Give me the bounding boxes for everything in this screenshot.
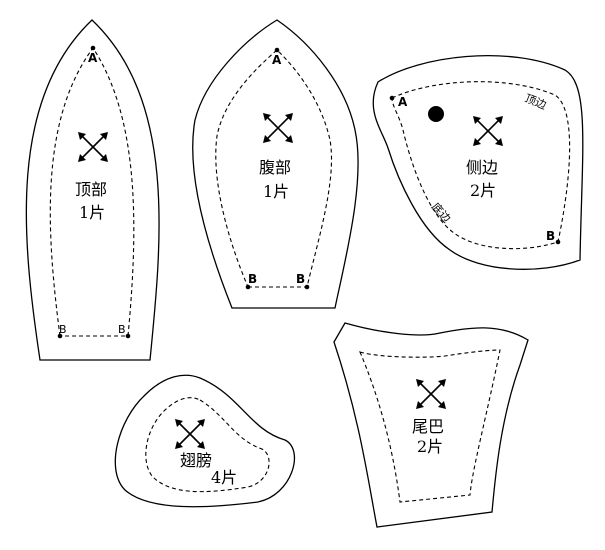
marker-dot-b [57, 333, 63, 339]
marker-a-label: A [88, 51, 98, 65]
marker-b-label: B [118, 323, 126, 336]
wing-piece-outline [114, 374, 295, 508]
side-piece: A B 侧边 2片 顶边 底边 [372, 54, 584, 270]
marker-a-label: A [272, 53, 282, 67]
marker-a-label: A [398, 95, 408, 109]
marker-dot-a [389, 95, 395, 101]
marker-b-label: B [248, 272, 257, 286]
marker-b-label: B [59, 323, 67, 336]
belly-piece-outline [192, 19, 359, 309]
marker-dot-b [245, 284, 251, 290]
marker-dot-b [304, 284, 310, 290]
piece-name: 腹部 [259, 158, 291, 177]
side-piece-seam-line [391, 81, 571, 250]
tail-piece-outline [333, 322, 529, 528]
marker-dot-a [274, 47, 280, 53]
wing-piece-seam-line [145, 397, 270, 493]
piece-quantity: 2片 [470, 181, 496, 200]
tail-piece: 尾巴 2片 [333, 322, 529, 528]
piece-name: 翅膀 [180, 451, 212, 470]
eye-dot [428, 106, 444, 122]
piece-name: 顶部 [75, 180, 107, 199]
wing-piece: 翅膀 4片 [114, 374, 295, 508]
tail-piece-seam-line [359, 349, 501, 503]
marker-dot-b [125, 333, 131, 339]
marker-b-label: B [296, 272, 305, 286]
marker-dot-a [90, 45, 96, 51]
marker-dot-b [555, 239, 561, 245]
marker-b-label: B [546, 229, 555, 243]
side-piece-outline [372, 54, 584, 270]
piece-quantity: 2片 [417, 437, 443, 456]
piece-quantity: 1片 [263, 182, 289, 201]
piece-quantity: 4片 [211, 468, 237, 487]
top-piece: A B B 顶部 1片 [25, 19, 160, 361]
top-piece-outline [25, 19, 160, 361]
piece-quantity: 1片 [79, 203, 105, 222]
piece-name: 尾巴 [412, 417, 444, 436]
piece-name: 侧边 [466, 158, 498, 177]
belly-piece: A B B 腹部 1片 [192, 19, 359, 309]
belly-piece-seam-line [215, 49, 333, 288]
